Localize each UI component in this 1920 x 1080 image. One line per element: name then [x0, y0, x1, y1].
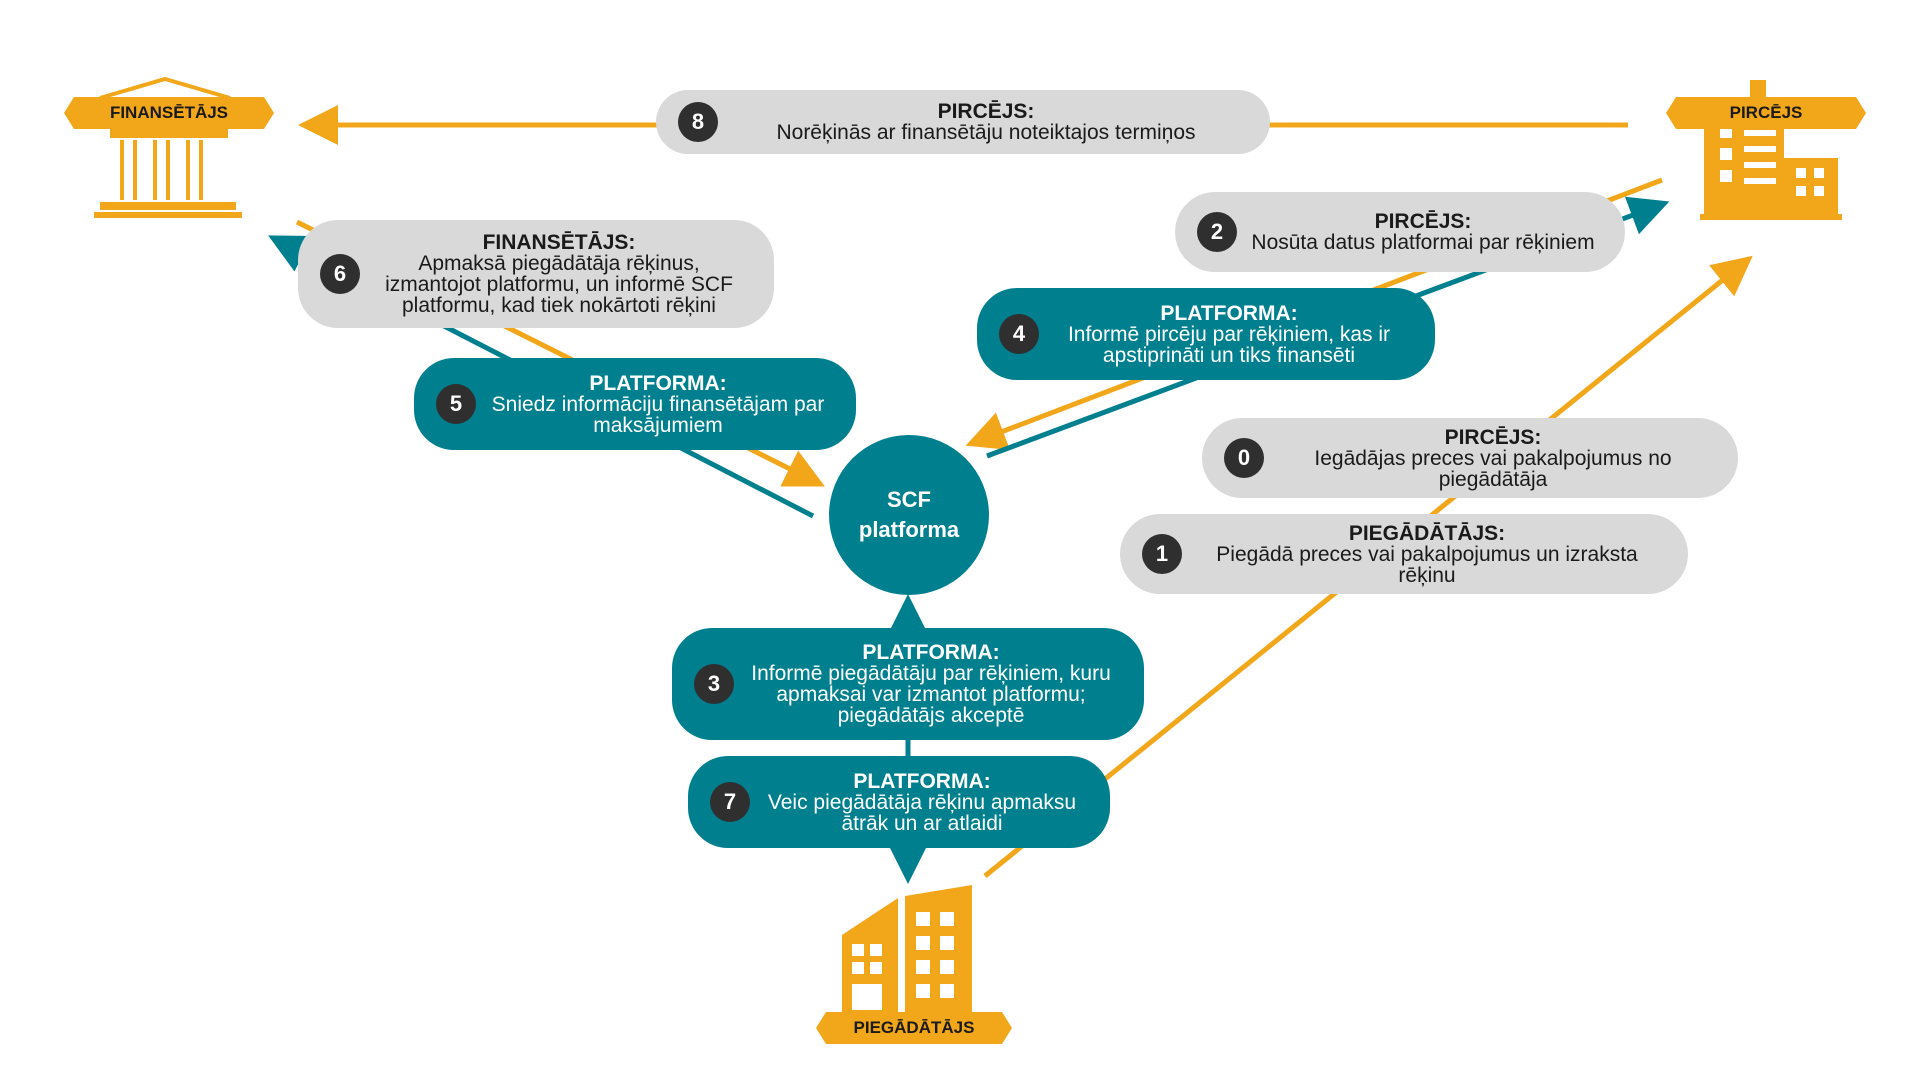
step-2-title: PIRCĒJS: — [1374, 210, 1472, 233]
scf-platform-node: SCF platforma — [829, 435, 989, 595]
step-0-text: Iegādājas preces vai pakalpojumus no pie… — [1314, 446, 1672, 491]
step-1-text: Piegādā preces vai pakalpojumus un izrak… — [1216, 542, 1638, 587]
step-3-card: 3 PLATFORMA: Informē piegādātāju par rēķ… — [672, 628, 1144, 740]
step-6-card: 6 FINANSĒTĀJS: Apmaksā piegādātāja rēķin… — [298, 220, 774, 328]
step-6-number: 6 — [320, 254, 360, 294]
step-8-number: 8 — [678, 102, 718, 142]
step-0-number: 0 — [1224, 438, 1264, 478]
step-5-title: PLATFORMA: — [589, 371, 727, 395]
buyer-label: PIRCĒJS — [1666, 97, 1866, 129]
step-6-title: FINANSĒTĀJS: — [482, 231, 636, 254]
buyer-label-text: PIRCĒJS — [1729, 103, 1803, 122]
financier-label: FINANSĒTĀJS — [64, 97, 274, 129]
step-4-number: 4 — [999, 314, 1039, 354]
step-7-number: 7 — [710, 782, 750, 822]
step-5-text: Sniedz informāciju finansētājam par maks… — [491, 392, 825, 437]
step-8-card: 8 PIRCĒJS: Norēķinās ar finansētāju note… — [656, 90, 1270, 154]
supplier-label-text: PIEGĀDĀTĀJS — [853, 1018, 975, 1037]
step-5-number: 5 — [436, 384, 476, 424]
scf-platform-line2: platforma — [858, 517, 960, 542]
step-5-card: 5 PLATFORMA: Sniedz informāciju finansēt… — [414, 358, 856, 450]
financier-label-text: FINANSĒTĀJS — [109, 103, 229, 122]
step-3-text: Informē piegādātāju par rēķiniem, kuru a… — [751, 662, 1111, 727]
step-7-title: PLATFORMA: — [853, 769, 991, 793]
step-7-card: 7 PLATFORMA: Veic piegādātāja rēķinu apm… — [688, 756, 1110, 848]
step-3-title: PLATFORMA: — [862, 641, 1000, 664]
supplier-label: PIEGĀDĀTĀJS — [816, 1012, 1012, 1044]
scf-platform-line1: SCF — [887, 487, 931, 512]
step-1-card: 1 PIEGĀDĀTĀJS: Piegādā preces vai pakalp… — [1120, 514, 1688, 594]
step-3-number: 3 — [694, 664, 734, 704]
factory-building-icon — [842, 885, 972, 1019]
step-2-number: 2 — [1197, 212, 1237, 252]
step-6-text: Apmaksā piegādātāja rēķinus, izmantojot … — [385, 252, 733, 317]
step-4-title: PLATFORMA: — [1160, 301, 1298, 325]
step-1-title: PIEGĀDĀTĀJS: — [1348, 521, 1506, 545]
step-1-number: 1 — [1142, 534, 1182, 574]
step-0-card: 0 PIRCĒJS: Iegādājas preces vai pakalpoj… — [1202, 418, 1738, 498]
step-2-card: 2 PIRCĒJS: Nosūta datus platformai par r… — [1175, 192, 1625, 272]
step-2-text: Nosūta datus platformai par rēķiniem — [1251, 231, 1595, 254]
bank-building-icon — [94, 76, 242, 218]
step-7-text: Veic piegādātāja rēķinu apmaksu ātrāk un… — [767, 790, 1077, 835]
step-4-text: Informē pircēju par rēķiniem, kas ir aps… — [1067, 322, 1391, 367]
step-8-text: Norēķinās ar finansētāju noteiktajos ter… — [776, 121, 1196, 144]
step-8-title: PIRCĒJS: — [937, 100, 1035, 123]
step-0-title: PIRCĒJS: — [1444, 425, 1542, 449]
step-4-card: 4 PLATFORMA: Informē pircēju par rēķinie… — [977, 288, 1435, 380]
